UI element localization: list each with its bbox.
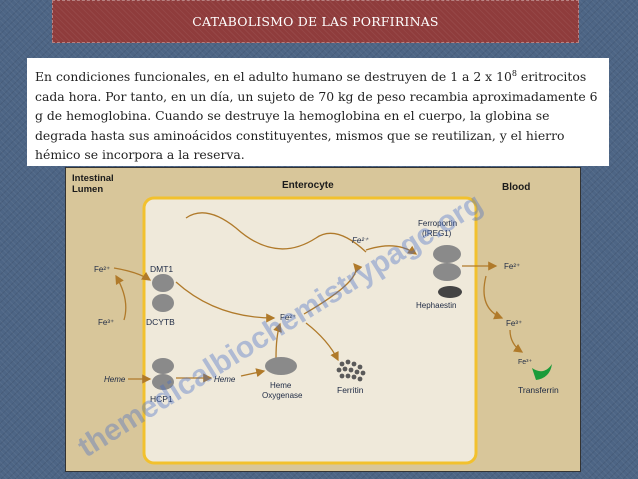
arrow-fe2-to-ferritin bbox=[305, 322, 339, 362]
label-ferritin: Ferritin bbox=[337, 385, 364, 395]
diagram-svg: Intestinal Lumen Enterocyte Blood DMT1 D… bbox=[66, 168, 580, 471]
label-fe2-cell: Fe²⁺ bbox=[280, 313, 296, 322]
heme-oxygenase-shape bbox=[265, 357, 297, 375]
paragraph-exponent: 8 bbox=[511, 69, 517, 78]
slide-title-bar: CATABOLISMO DE LAS PORFIRINAS bbox=[52, 0, 579, 43]
arrow-fe2-to-fe3-blood bbox=[483, 275, 504, 320]
label-heme-oxygenase-line1: Heme bbox=[270, 381, 292, 390]
label-ferroportin-line2: (IREG1) bbox=[422, 229, 452, 238]
label-hcp1: HCP1 bbox=[150, 394, 173, 404]
label-transferrin: Transferrin bbox=[518, 385, 559, 395]
arrow-fe2-to-dmt1 bbox=[113, 267, 152, 281]
arrow-fe2-to-ferroportin bbox=[303, 263, 363, 315]
hcp1-transporter-bottom bbox=[152, 374, 174, 390]
label-dcytb: DCYTB bbox=[146, 317, 175, 327]
label-fe3-transferrin: Fe³⁺ bbox=[518, 359, 533, 366]
paragraph-text-pre: En condiciones funcionales, en el adulto… bbox=[35, 69, 512, 85]
label-fe2-blood: Fe²⁺ bbox=[504, 262, 520, 271]
header-lumen-line1: Intestinal bbox=[72, 173, 114, 184]
label-fe2-ferroportin: Fe²⁺ bbox=[352, 236, 369, 245]
label-heme-lumen: Heme bbox=[104, 375, 126, 384]
ferroportin-transporter-top bbox=[433, 245, 461, 263]
arrow-fe2-to-ferroportin-2 bbox=[365, 245, 418, 255]
slide-title: CATABOLISMO DE LAS PORFIRINAS bbox=[192, 14, 439, 29]
arrow-fe3-to-transferrin bbox=[509, 329, 524, 353]
label-ferroportin: Ferroportin (IREG1) bbox=[418, 219, 459, 238]
dmt1-transporter-top bbox=[152, 274, 174, 292]
label-ferroportin-line1: Ferroportin bbox=[418, 219, 457, 228]
arrow-loop-path bbox=[185, 212, 367, 253]
label-heme-cell: Heme bbox=[214, 375, 236, 384]
enterocyte-cell bbox=[142, 196, 478, 465]
iron-absorption-diagram: Intestinal Lumen Enterocyte Blood DMT1 D… bbox=[66, 168, 580, 471]
ferroportin-transporter-bottom bbox=[433, 263, 461, 281]
paragraph-text-post: eritrocitos cada hora. Por tanto, en un … bbox=[35, 69, 598, 163]
label-fe3-blood: Fe³⁺ bbox=[506, 319, 522, 328]
header-intestinal-lumen: Intestinal Lumen bbox=[72, 173, 116, 195]
arrow-fe3-to-fe2 bbox=[115, 274, 127, 321]
hcp1-transporter-top bbox=[152, 358, 174, 374]
label-hephaestin: Hephaestin bbox=[416, 301, 456, 310]
label-fe2-lumen: Fe²⁺ bbox=[94, 265, 110, 274]
header-blood: Blood bbox=[502, 182, 530, 193]
label-dmt1: DMT1 bbox=[150, 264, 173, 274]
hephaestin-shape bbox=[438, 286, 462, 298]
header-enterocyte: Enterocyte bbox=[282, 180, 334, 191]
ferritin-cluster bbox=[336, 359, 366, 382]
arrow-heme-to-oxygenase bbox=[240, 368, 266, 378]
paragraph-box: En condiciones funcionales, en el adulto… bbox=[27, 58, 609, 166]
label-heme-oxygenase: Heme Oxygenase bbox=[262, 381, 303, 400]
arrow-oxygenase-to-fe2 bbox=[273, 322, 282, 359]
dmt1-transporter-bottom bbox=[152, 294, 174, 312]
transferrin-shape bbox=[532, 364, 552, 380]
label-heme-oxygenase-line2: Oxygenase bbox=[262, 391, 303, 400]
header-lumen-line2: Lumen bbox=[72, 184, 103, 195]
label-fe3-lumen: Fe³⁺ bbox=[98, 318, 114, 327]
arrow-dmt1-to-fe2 bbox=[175, 281, 276, 323]
